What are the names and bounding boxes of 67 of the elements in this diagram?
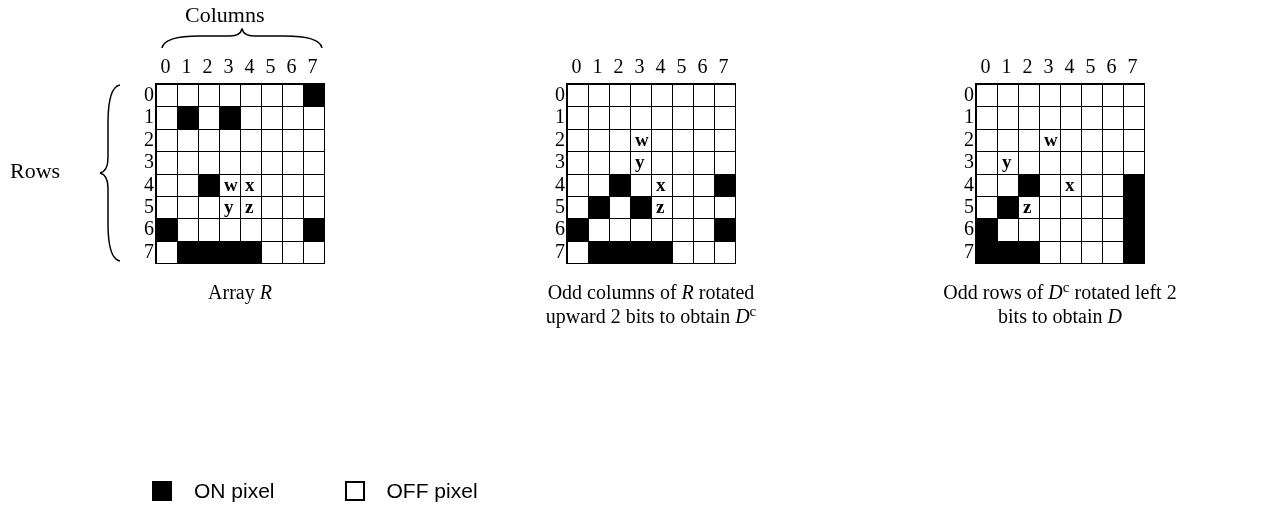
column-index: 7 bbox=[717, 56, 730, 76]
cell-letter: w bbox=[635, 129, 649, 149]
column-index: 1 bbox=[1000, 56, 1013, 76]
column-index: 7 bbox=[1126, 56, 1139, 76]
cell-letter: y bbox=[224, 197, 234, 216]
column-index: 0 bbox=[979, 56, 992, 76]
column-index: 2 bbox=[612, 56, 625, 76]
legend-label: ON pixel bbox=[194, 480, 275, 501]
row-index: 0 bbox=[554, 84, 565, 104]
row-index: 6 bbox=[554, 218, 565, 239]
cell-letter: y bbox=[635, 152, 645, 172]
row-index: 6 bbox=[963, 218, 974, 239]
array-caption: Odd rows of D$^{c}$ rotated left 2 bits to obtain D bbox=[942, 280, 1178, 328]
row-index: 2 bbox=[143, 128, 154, 149]
row-index: 4 bbox=[143, 173, 154, 194]
column-index: 4 bbox=[654, 56, 667, 76]
row-index: 4 bbox=[963, 173, 974, 194]
row-index: 0 bbox=[143, 84, 154, 104]
column-index: 4 bbox=[243, 56, 256, 76]
row-index: 1 bbox=[143, 106, 154, 127]
column-index: 5 bbox=[1084, 56, 1097, 76]
column-index: 5 bbox=[264, 56, 277, 76]
column-index: 2 bbox=[201, 56, 214, 76]
column-index: 3 bbox=[633, 56, 646, 76]
row-index: 1 bbox=[554, 106, 565, 127]
column-index: 0 bbox=[570, 56, 583, 76]
axis-label: Rows bbox=[10, 160, 61, 182]
row-index: 2 bbox=[554, 128, 565, 149]
row-index: 4 bbox=[554, 173, 565, 194]
cell-letter: z bbox=[245, 197, 254, 216]
cell-letter: x bbox=[245, 174, 255, 194]
column-index: 3 bbox=[1042, 56, 1055, 76]
row-index: 3 bbox=[554, 151, 565, 172]
column-index: 6 bbox=[696, 56, 709, 76]
column-index: 6 bbox=[1105, 56, 1118, 76]
column-index: 3 bbox=[222, 56, 235, 76]
row-index: 3 bbox=[143, 151, 154, 172]
row-index: 7 bbox=[143, 240, 154, 261]
row-index: 5 bbox=[963, 196, 974, 216]
row-index: 7 bbox=[963, 240, 974, 261]
row-index: 2 bbox=[963, 128, 974, 149]
cell-letter: w bbox=[1044, 129, 1058, 149]
column-index: 1 bbox=[180, 56, 193, 76]
column-index: 5 bbox=[675, 56, 688, 76]
row-index: 7 bbox=[554, 240, 565, 261]
cell-letter: x bbox=[656, 174, 666, 194]
column-index: 7 bbox=[306, 56, 319, 76]
array-caption: Array R bbox=[207, 280, 273, 304]
row-index: 1 bbox=[963, 106, 974, 127]
column-index: 4 bbox=[1063, 56, 1076, 76]
legend-label: OFF pixel bbox=[386, 480, 478, 501]
cell-letter: y bbox=[1002, 152, 1012, 172]
column-index: 2 bbox=[1021, 56, 1034, 76]
cell-letter: x bbox=[1065, 174, 1075, 194]
row-index: 5 bbox=[143, 196, 154, 216]
row-index: 3 bbox=[963, 151, 974, 172]
array-caption: Odd columns of R rotated upward 2 bits to obtain D$^{c}$ bbox=[544, 280, 758, 328]
row-index: 6 bbox=[143, 218, 154, 239]
cell-letter: z bbox=[1023, 197, 1032, 216]
column-index: 6 bbox=[285, 56, 298, 76]
column-index: 0 bbox=[159, 56, 172, 76]
row-index: 0 bbox=[963, 84, 974, 104]
axis-label: Columns bbox=[185, 4, 265, 26]
cell-letter: z bbox=[656, 197, 665, 216]
cell-letter: w bbox=[224, 174, 238, 194]
column-index: 1 bbox=[591, 56, 604, 76]
row-index: 5 bbox=[554, 196, 565, 216]
